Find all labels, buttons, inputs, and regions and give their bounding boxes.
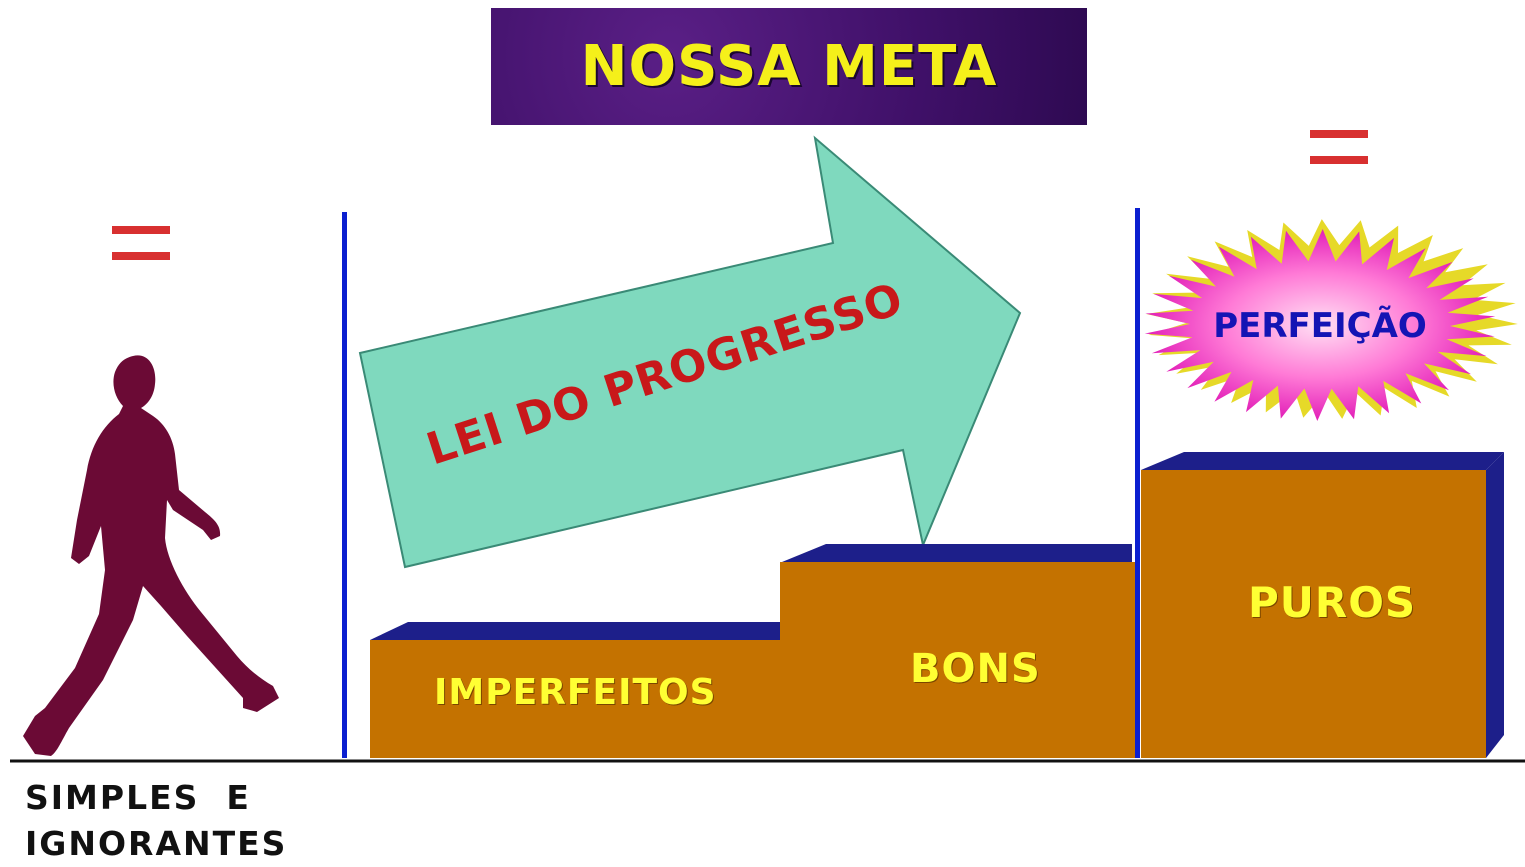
step-bons-top [782,544,1132,562]
start-label: SIMPLES E IGNORANTES [25,778,288,863]
step-bons-front [780,562,1135,758]
step-label-imperfeitos: IMPERFEITOS [434,672,717,713]
step-puros-front [1141,470,1486,758]
divider-right [1135,208,1140,758]
walking-person-icon [23,355,279,756]
equals-icon [1310,130,1368,164]
page-title: NOSSA META [580,34,998,99]
step-imperfeitos-top [370,622,790,640]
progress-arrow: LEI DO PROGRESSO [358,135,1022,569]
divider-left [342,212,347,758]
starburst-icon: PERFEIÇÃO [1144,219,1518,421]
step-imperfeitos-front [370,640,780,758]
equals-icon [112,226,170,260]
step-label-puros: PUROS [1248,578,1417,627]
arrow-shape [358,135,1022,569]
step-puros-side [1486,452,1504,758]
step-label-bons: BONS [910,646,1041,692]
goal-label: PERFEIÇÃO [1213,305,1427,346]
title-banner: NOSSA META [491,8,1087,125]
step-puros-top [1141,452,1504,470]
